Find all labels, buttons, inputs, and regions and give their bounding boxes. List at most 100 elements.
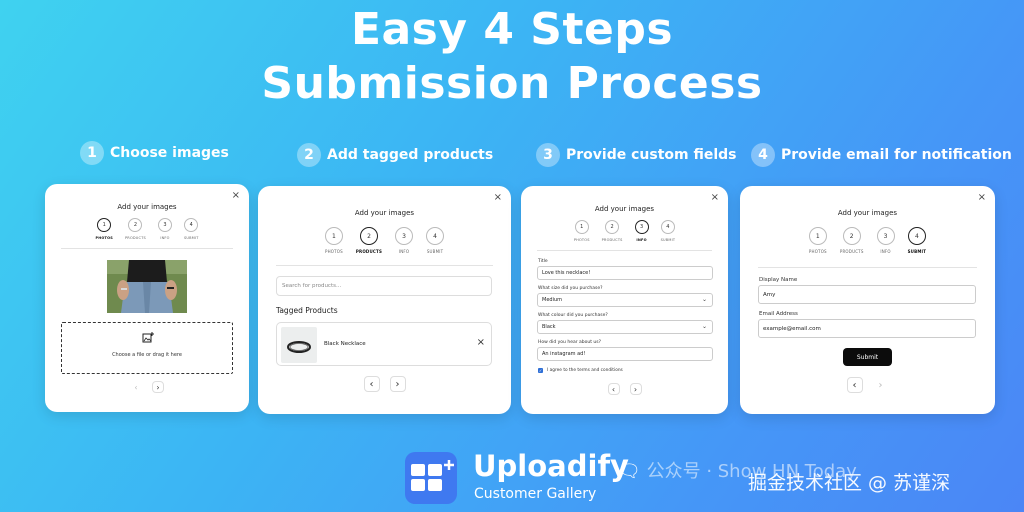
add-image-icon (142, 332, 154, 343)
stepper-submit[interactable]: 4 SUBMIT (184, 218, 199, 240)
divider (276, 265, 493, 266)
stepper-photos[interactable]: 1 PHOTOS (808, 227, 827, 254)
step-4-title: 4 Provide email for notification (751, 143, 1012, 167)
close-icon[interactable]: × (710, 192, 719, 203)
product-thumbnail (281, 327, 317, 363)
colour-select[interactable]: Black ⌄ (537, 320, 713, 334)
chevron-down-icon: ⌄ (701, 296, 707, 303)
stepper: 1 PHOTOS 2 PRODUCTS 3 INFO 4 SUBMIT (45, 218, 249, 240)
stepper-circle: 4 (184, 218, 199, 232)
step-2-number: 2 (297, 143, 321, 167)
stepper-label: INFO (398, 249, 410, 254)
stepper-products[interactable]: 2 PRODUCTS (125, 218, 146, 240)
size-select[interactable]: Medium ⌄ (537, 293, 713, 307)
stepper-circle: 3 (876, 227, 895, 245)
stepper-circle: 1 (574, 220, 589, 234)
modal-choose-images: × Add your images 1 PHOTOS 2 PRODUCTS 3 … (45, 184, 249, 412)
product-search-input[interactable]: Search for products... (276, 276, 492, 296)
size-select-value: Medium (542, 297, 562, 303)
stepper-submit[interactable]: 4 SUBMIT (661, 220, 676, 242)
uploaded-photo[interactable] (107, 260, 187, 313)
display-name-label: Display Name (759, 277, 798, 283)
stepper-circle: 2 (605, 220, 620, 234)
stepper-info[interactable]: 3 INFO (634, 220, 649, 242)
stepper-circle: 3 (395, 227, 414, 245)
next-button[interactable]: › (152, 381, 164, 393)
step-1-number: 1 (80, 141, 104, 165)
stepper-label: SUBMIT (183, 236, 199, 240)
next-button[interactable]: › (629, 383, 642, 395)
modal-title: Add your images (354, 209, 415, 217)
next-button[interactable]: › (878, 379, 883, 391)
pagination: ‹ › (740, 377, 995, 393)
close-icon[interactable]: × (977, 192, 986, 203)
title-field-label: Title (538, 259, 548, 264)
stepper-info[interactable]: 3 INFO (395, 227, 414, 254)
stepper-label: SUBMIT (426, 249, 444, 254)
pagination: ‹ › (258, 376, 511, 392)
terms-row: ✓ I agree to the terms and conditions (538, 368, 623, 373)
stepper-info[interactable]: 3 INFO (876, 227, 895, 254)
stepper-label: PRODUCTS (125, 236, 146, 240)
brand-name: Uploadify (473, 449, 629, 483)
stepper-products[interactable]: 2 PRODUCTS (840, 227, 864, 254)
email-label: Email Address (759, 311, 798, 317)
stepper-label: INFO (880, 249, 891, 254)
stepper: 1 PHOTOS 2 PRODUCTS 3 INFO 4 SUBMIT (521, 220, 728, 242)
email-field[interactable]: example@email.com (758, 319, 976, 338)
prev-button[interactable]: ‹ (846, 377, 863, 393)
prev-button[interactable]: ‹ (363, 376, 380, 392)
stepper-submit[interactable]: 4 SUBMIT (426, 227, 445, 254)
chevron-down-icon: ⌄ (701, 323, 707, 330)
headline-line-1: Easy 4 Steps (350, 4, 674, 55)
tagged-product-row: Black Necklace × (276, 322, 492, 366)
stepper-photos[interactable]: 1 PHOTOS (95, 218, 113, 240)
stepper-photos[interactable]: 1 PHOTOS (324, 227, 343, 254)
stepper-circle: 2 (359, 227, 378, 245)
step-3-title: 3 Provide custom fields (536, 143, 737, 167)
stepper-label: SUBMIT (907, 249, 927, 254)
stepper-circle: 2 (128, 218, 143, 232)
stepper-submit[interactable]: 4 SUBMIT (908, 227, 927, 254)
step-2-label: Add tagged products (327, 147, 494, 163)
remove-product-icon[interactable]: × (476, 337, 485, 348)
display-name-field[interactable]: Amy (758, 285, 976, 304)
stepper-label: PHOTOS (324, 249, 343, 254)
step-1-title: 1 Choose images (80, 141, 229, 165)
stepper-label: PHOTOS (808, 249, 827, 254)
stepper-circle: 1 (324, 227, 343, 245)
stepper-circle: 3 (634, 220, 649, 234)
stepper-label: SUBMIT (660, 238, 676, 242)
product-name: Black Necklace (324, 341, 366, 347)
watermark-right: 掘金技术社区 @ 苏谨深 (748, 472, 951, 494)
dropzone-text: Choose a file or drag it here (112, 352, 182, 358)
title-field[interactable]: Love this necklace! (537, 266, 713, 280)
next-button[interactable]: › (389, 376, 406, 392)
tagged-products-heading: Tagged Products (276, 306, 338, 315)
hear-field-label: How did you hear about us? (538, 340, 601, 345)
stepper-circle: 4 (660, 220, 675, 234)
stepper-circle: 3 (157, 218, 172, 232)
submit-button[interactable]: Submit (843, 348, 892, 366)
step-4-number: 4 (751, 143, 775, 167)
modal-custom-fields: × Add your images 1 PHOTOS 2 PRODUCTS 3 … (521, 186, 728, 414)
stepper-label: PRODUCTS (355, 249, 383, 254)
step-2-title: 2 Add tagged products (297, 143, 493, 167)
brand-subtitle: Customer Gallery (474, 486, 597, 502)
step-1-label: Choose images (110, 145, 229, 161)
stepper-label: PRODUCTS (601, 238, 623, 242)
terms-checkbox[interactable]: ✓ (538, 368, 543, 373)
close-icon[interactable]: × (493, 192, 502, 203)
divider (61, 248, 233, 249)
stepper-photos[interactable]: 1 PHOTOS (574, 220, 590, 242)
prev-button[interactable]: ‹ (134, 382, 138, 392)
terms-label: I agree to the terms and conditions (547, 368, 623, 373)
stepper-products[interactable]: 2 PRODUCTS (356, 227, 382, 254)
hear-field[interactable]: An instagram ad! (537, 347, 713, 361)
file-dropzone[interactable]: Choose a file or drag it here (61, 322, 233, 374)
stepper-info[interactable]: 3 INFO (157, 218, 172, 240)
prev-button[interactable]: ‹ (607, 383, 620, 395)
close-icon[interactable]: × (231, 190, 240, 201)
stepper-products[interactable]: 2 PRODUCTS (602, 220, 623, 242)
colour-field-label: What colour did you purchase? (538, 313, 608, 318)
